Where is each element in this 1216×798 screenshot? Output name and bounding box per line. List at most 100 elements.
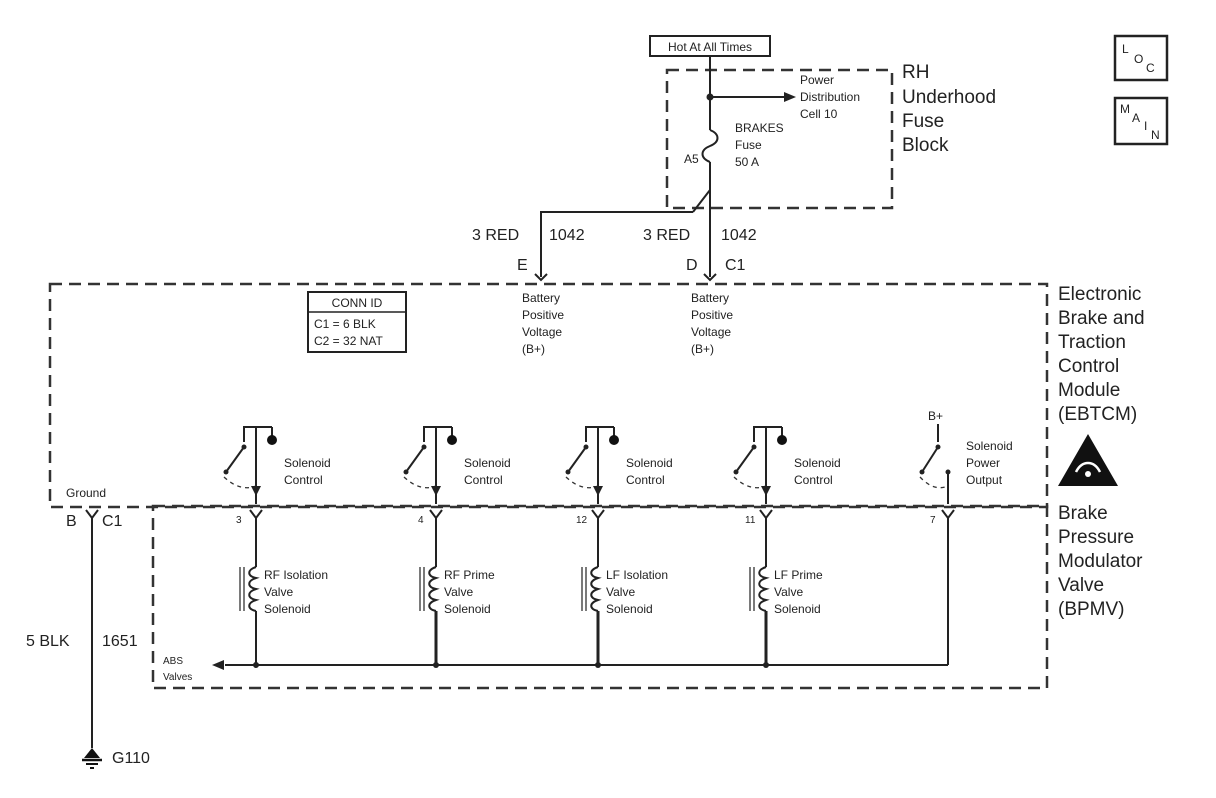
solenoid-control-switch-3: Solenoid Control [565, 426, 673, 504]
solenoid-control-label-4a: Solenoid [794, 456, 841, 470]
connector-c1-label: C1 [725, 257, 746, 274]
pin-number-12: 12 [576, 515, 588, 526]
main-button[interactable]: M A I N [1113, 96, 1169, 146]
power-output-line-2: Power [966, 456, 1000, 470]
ebtcm-title-1: Electronic [1058, 284, 1141, 305]
coil-icon [758, 566, 770, 612]
ground-circuit: B C1 5 BLK 1651 G110 [26, 509, 150, 769]
fuse-name-line-2: Fuse [735, 138, 762, 152]
batt-left-line-3: Voltage [522, 325, 562, 339]
batt-right-line-4: (B+) [691, 342, 714, 356]
conn-id-row-1: C1 = 6 BLK [314, 317, 376, 331]
solenoid-3-line-3: Solenoid [606, 602, 653, 616]
conn-id-header: CONN ID [332, 296, 383, 310]
arrow-left-icon [212, 660, 224, 670]
batt-left-line-4: (B+) [522, 342, 545, 356]
solenoid-2-line-1: RF Prime [444, 568, 495, 582]
ebtcm-title-2: Brake and [1058, 308, 1145, 329]
ground-pin-terminal-icon [85, 509, 99, 520]
ground-symbol-icon [82, 748, 102, 769]
batt-right-line-2: Positive [691, 308, 733, 322]
arrow-right-icon [784, 92, 796, 102]
ground-connector-label: C1 [102, 513, 123, 530]
pin-number-11: 11 [745, 515, 756, 526]
solenoid-coil-1: RF Isolation Valve Solenoid [239, 518, 328, 665]
right-wire-gauge: 3 RED [643, 227, 690, 244]
main-letter-i: I [1144, 119, 1147, 133]
batt-left-line-1: Battery [522, 291, 560, 305]
fuse-branch-wire [692, 189, 711, 213]
power-dist-line-2: Distribution [800, 90, 860, 104]
fuse-name-line-1: BRAKES [735, 121, 784, 135]
wire-labels: 3 RED 1042 3 RED 1042 E D C1 [472, 227, 757, 274]
left-wire-gauge: 3 RED [472, 227, 519, 244]
solenoid-2-line-2: Valve [444, 585, 473, 599]
coil-icon [248, 566, 260, 612]
arrow-down-icon [431, 486, 441, 496]
arrow-down-icon [593, 486, 603, 496]
fuse-block-title-2: Underhood [902, 87, 996, 108]
solenoid-3-line-1: LF Isolation [606, 568, 668, 582]
solenoid-control-label-2a: Solenoid [464, 456, 511, 470]
fuse-symbol-icon [701, 129, 719, 163]
bpmv-title-1: Brake [1058, 503, 1108, 524]
ebtcm-module: CONN ID C1 = 6 BLK C2 = 32 NAT Battery P… [48, 282, 1145, 509]
solenoid-control-switch-2: Solenoid Control [403, 426, 511, 504]
solenoid-coil-4: LF Prime Valve Solenoid [749, 518, 823, 665]
pin-number-4: 4 [418, 515, 424, 526]
ground-label: Ground [66, 486, 106, 500]
bpmv-border [151, 504, 1049, 690]
ground-id-label: G110 [112, 750, 150, 767]
conn-id-box [307, 291, 407, 353]
pin-terminal-icon [941, 509, 955, 520]
conn-id-row-2: C2 = 32 NAT [314, 334, 383, 348]
ebtcm-title-3: Traction [1058, 332, 1126, 353]
fuse-pin-label: A5 [684, 152, 699, 166]
ground-dot-icon [267, 435, 277, 445]
bpmv-title-4: Valve [1058, 575, 1104, 596]
solenoid-control-label-1a: Solenoid [284, 456, 331, 470]
hot-at-all-times-label: Hot At All Times [668, 40, 752, 54]
b-plus-label: B+ [928, 409, 943, 423]
ebtcm-title-6: (EBTCM) [1058, 404, 1137, 425]
solenoid-4-line-1: LF Prime [774, 568, 823, 582]
solenoid-1-line-2: Valve [264, 585, 293, 599]
solenoid-control-switch-1: Solenoid Control [223, 426, 331, 504]
ground-pin-label: B [66, 513, 77, 530]
loc-letter-o: O [1134, 52, 1143, 66]
solenoid-control-label-3a: Solenoid [626, 456, 673, 470]
fuse-block-title-1: RH [902, 62, 929, 83]
wire-to-pin-e [540, 211, 693, 277]
batt-right-line-1: Battery [691, 291, 729, 305]
bpmv-title-5: (BPMV) [1058, 599, 1125, 620]
fuse-block: Hot At All Times Power Distribution Cell… [540, 35, 996, 277]
solenoid-3-line-2: Valve [606, 585, 635, 599]
pin-terminal-icon [759, 509, 773, 520]
ebtcm-border [48, 282, 1049, 509]
fuse-block-title-4: Block [902, 135, 949, 156]
abs-valves-line-1: ABS [163, 656, 183, 667]
solenoid-control-switch-4: Solenoid Control [733, 426, 841, 504]
solenoid-coil-3: LF Isolation Valve Solenoid [581, 518, 668, 665]
power-output-line-3: Output [966, 473, 1003, 487]
pin-e-label: E [517, 257, 528, 274]
pin-number-3: 3 [236, 515, 242, 526]
solenoid-control-label-2b: Control [464, 473, 503, 487]
pin-terminal-icon [591, 509, 605, 520]
loc-button[interactable]: L O C [1113, 34, 1169, 82]
solenoid-control-label-3b: Control [626, 473, 665, 487]
solenoid-4-line-3: Solenoid [774, 602, 821, 616]
solenoid-control-label-4b: Control [794, 473, 833, 487]
ebtcm-title-4: Control [1058, 356, 1119, 377]
loc-letter-l: L [1122, 42, 1129, 56]
pin-terminal-icon [429, 509, 443, 520]
ground-dot-icon [609, 435, 619, 445]
pin-e-terminal-icon [534, 273, 548, 282]
solenoid-4-line-2: Valve [774, 585, 803, 599]
ground-dot-icon [777, 435, 787, 445]
fuse-block-border [665, 68, 894, 210]
ebtcm-title-5: Module [1058, 380, 1120, 401]
fuse-name-line-3: 50 A [735, 155, 759, 169]
arrow-down-icon [761, 486, 771, 496]
coil-icon [428, 566, 440, 612]
